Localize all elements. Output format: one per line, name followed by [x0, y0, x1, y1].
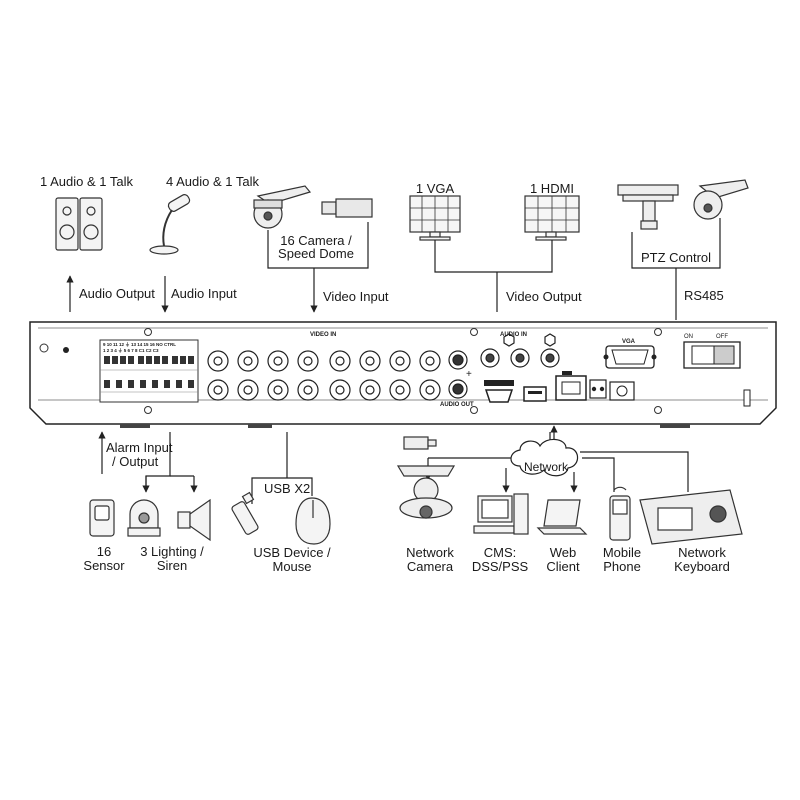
lighting-label-1: 3 Lighting / [140, 544, 204, 559]
speed-dome-label: Speed Dome [278, 246, 354, 261]
speed-dome-icon [253, 185, 312, 229]
speakers-icon [55, 197, 103, 251]
ptz-control-label: PTZ Control [640, 250, 712, 265]
video-in-label: VIDEO IN [310, 332, 337, 338]
microphone-icon [149, 194, 191, 255]
power-switch [683, 341, 741, 369]
usb-device-label-2: Mouse [272, 559, 312, 574]
vga-label: 1 VGA [415, 181, 455, 196]
hdmi-label: 1 HDMI [529, 181, 575, 196]
laptop-icon [536, 499, 588, 535]
cms-label-2: DSS/PSS [471, 559, 529, 574]
cms-computer-icon [473, 493, 529, 535]
net-camera-label-1: Network [406, 545, 454, 560]
usb-device-label-1: USB Device / [253, 545, 331, 560]
sensor-icon [89, 499, 115, 537]
cms-label-1: CMS: [483, 545, 517, 560]
network-keyboard-label-2: Keyboard [674, 559, 730, 574]
vga-monitor-icon [409, 195, 461, 241]
web-client-label-1: Web [549, 545, 577, 560]
audio-output-label: Audio Output [79, 286, 155, 301]
mobile-phone-label-1: Mobile [602, 545, 642, 560]
ground-terminal [743, 389, 751, 407]
audio-input-label: Audio Input [171, 286, 237, 301]
audio-out-label: AUDIO OUT [440, 402, 474, 408]
vga-port [603, 345, 657, 369]
network-keyboard-label-1: Network [678, 545, 726, 560]
box-camera-icon [321, 198, 373, 218]
usb-port [523, 386, 547, 402]
alarm-io-label-2: / Output [112, 454, 159, 469]
siren-light-icon [127, 499, 161, 537]
alarm-terminal-bottom-numbers: 1 2 3 4 ⏚ 5 6 7 8 C1 C2 C3 [103, 348, 159, 353]
siren-horn-icon [177, 498, 211, 542]
talk-ports: + [448, 350, 472, 399]
switch-on-label: ON [684, 334, 693, 340]
alarm-io-label-1: Alarm Input [106, 440, 173, 455]
network-label: Network [523, 460, 569, 474]
audio-talk-4-label: 4 Audio & 1 Talk [166, 174, 259, 189]
video-output-label: Video Output [506, 289, 582, 304]
net-camera-label-2: Camera [406, 559, 454, 574]
alarm-terminal-block [99, 339, 199, 403]
switch-off-label: OFF [716, 334, 728, 340]
audio-talk-1-label: 1 Audio & 1 Talk [40, 174, 133, 189]
ptz-camera-icon [617, 179, 749, 230]
power-port [609, 381, 635, 401]
lighting-label-2: Siren [156, 558, 188, 573]
audio-in-label: AUDIO IN [500, 332, 527, 338]
network-camera-icon [396, 436, 456, 519]
web-client-label-2: Client [546, 559, 580, 574]
svg-text:+: + [466, 369, 472, 380]
sensor-label-2: Sensor [83, 558, 125, 573]
video-input-label: Video Input [323, 289, 389, 304]
mouse-icon [295, 497, 331, 545]
mobile-phone-label-2: Phone [603, 559, 641, 574]
hdmi-monitor-icon [524, 195, 580, 241]
ethernet-port [555, 371, 587, 401]
rs485-port [589, 379, 607, 399]
audio-in-rca-ports [480, 333, 560, 368]
alarm-terminal-top-numbers: 9 10 11 12 ⏚ 13 14 15 16 NO CTRL [103, 342, 177, 347]
hdmi-port-label: HDMI [488, 373, 501, 379]
rs485-label: RS485 [684, 288, 724, 303]
network-cloud-icon [510, 438, 579, 477]
usb-stick-icon [231, 491, 259, 535]
usb-x2-label: USB X2 [264, 481, 311, 496]
camera-label: 16 Camera / [280, 233, 352, 248]
sensor-label-1: 16 [96, 544, 112, 559]
video-input-bnc-ports [207, 350, 441, 401]
network-keyboard-icon [639, 489, 743, 545]
hdmi-port [484, 380, 514, 403]
mobile-phone-icon [609, 486, 631, 541]
vga-port-label: VGA [622, 339, 636, 345]
